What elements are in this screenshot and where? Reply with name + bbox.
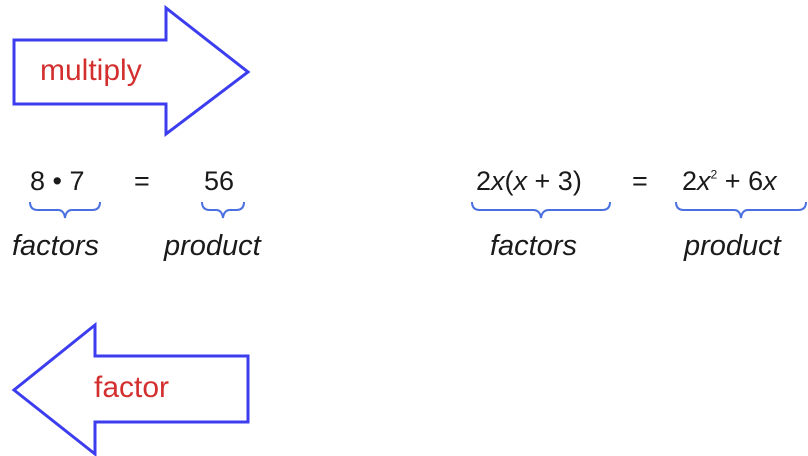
left-product-expression: 56 xyxy=(204,166,235,196)
right-factors-inner-rest: + 3) xyxy=(527,166,582,196)
right-product-coef: 2 xyxy=(682,166,698,196)
right-product-expression: 2x2 + 6x xyxy=(682,168,777,195)
multiply-label: multiply xyxy=(40,54,142,87)
right-factors-open-paren: ( xyxy=(504,166,514,196)
right-product-var: x xyxy=(697,166,711,196)
right-product-brace-icon xyxy=(675,201,807,219)
right-product-caption: product xyxy=(684,230,781,262)
left-factors-brace-icon xyxy=(29,201,101,219)
right-equals-sign: = xyxy=(632,166,648,196)
right-factors-coef: 2 xyxy=(476,166,492,196)
right-factors-expression: 2x(x + 3) xyxy=(476,168,582,195)
right-factors-caption: factors xyxy=(490,230,578,262)
factor-label: factor xyxy=(94,371,170,404)
right-product-middle: + 6 xyxy=(717,166,764,196)
left-factors-caption: factors xyxy=(12,230,100,262)
right-product-last-var: x xyxy=(763,166,777,196)
right-factors-var: x xyxy=(491,166,505,196)
left-product-brace-icon xyxy=(201,201,245,219)
left-product-caption: product xyxy=(164,230,261,262)
right-product-exponent: 2 xyxy=(710,167,718,182)
left-equals-sign: = xyxy=(134,166,150,196)
left-factors-expression: 8 • 7 xyxy=(30,166,85,196)
right-factors-brace-icon xyxy=(471,201,611,219)
right-factors-inner-var: x xyxy=(513,166,528,196)
multiply-arrow-icon xyxy=(12,4,251,138)
factor-arrow-icon xyxy=(11,321,250,456)
